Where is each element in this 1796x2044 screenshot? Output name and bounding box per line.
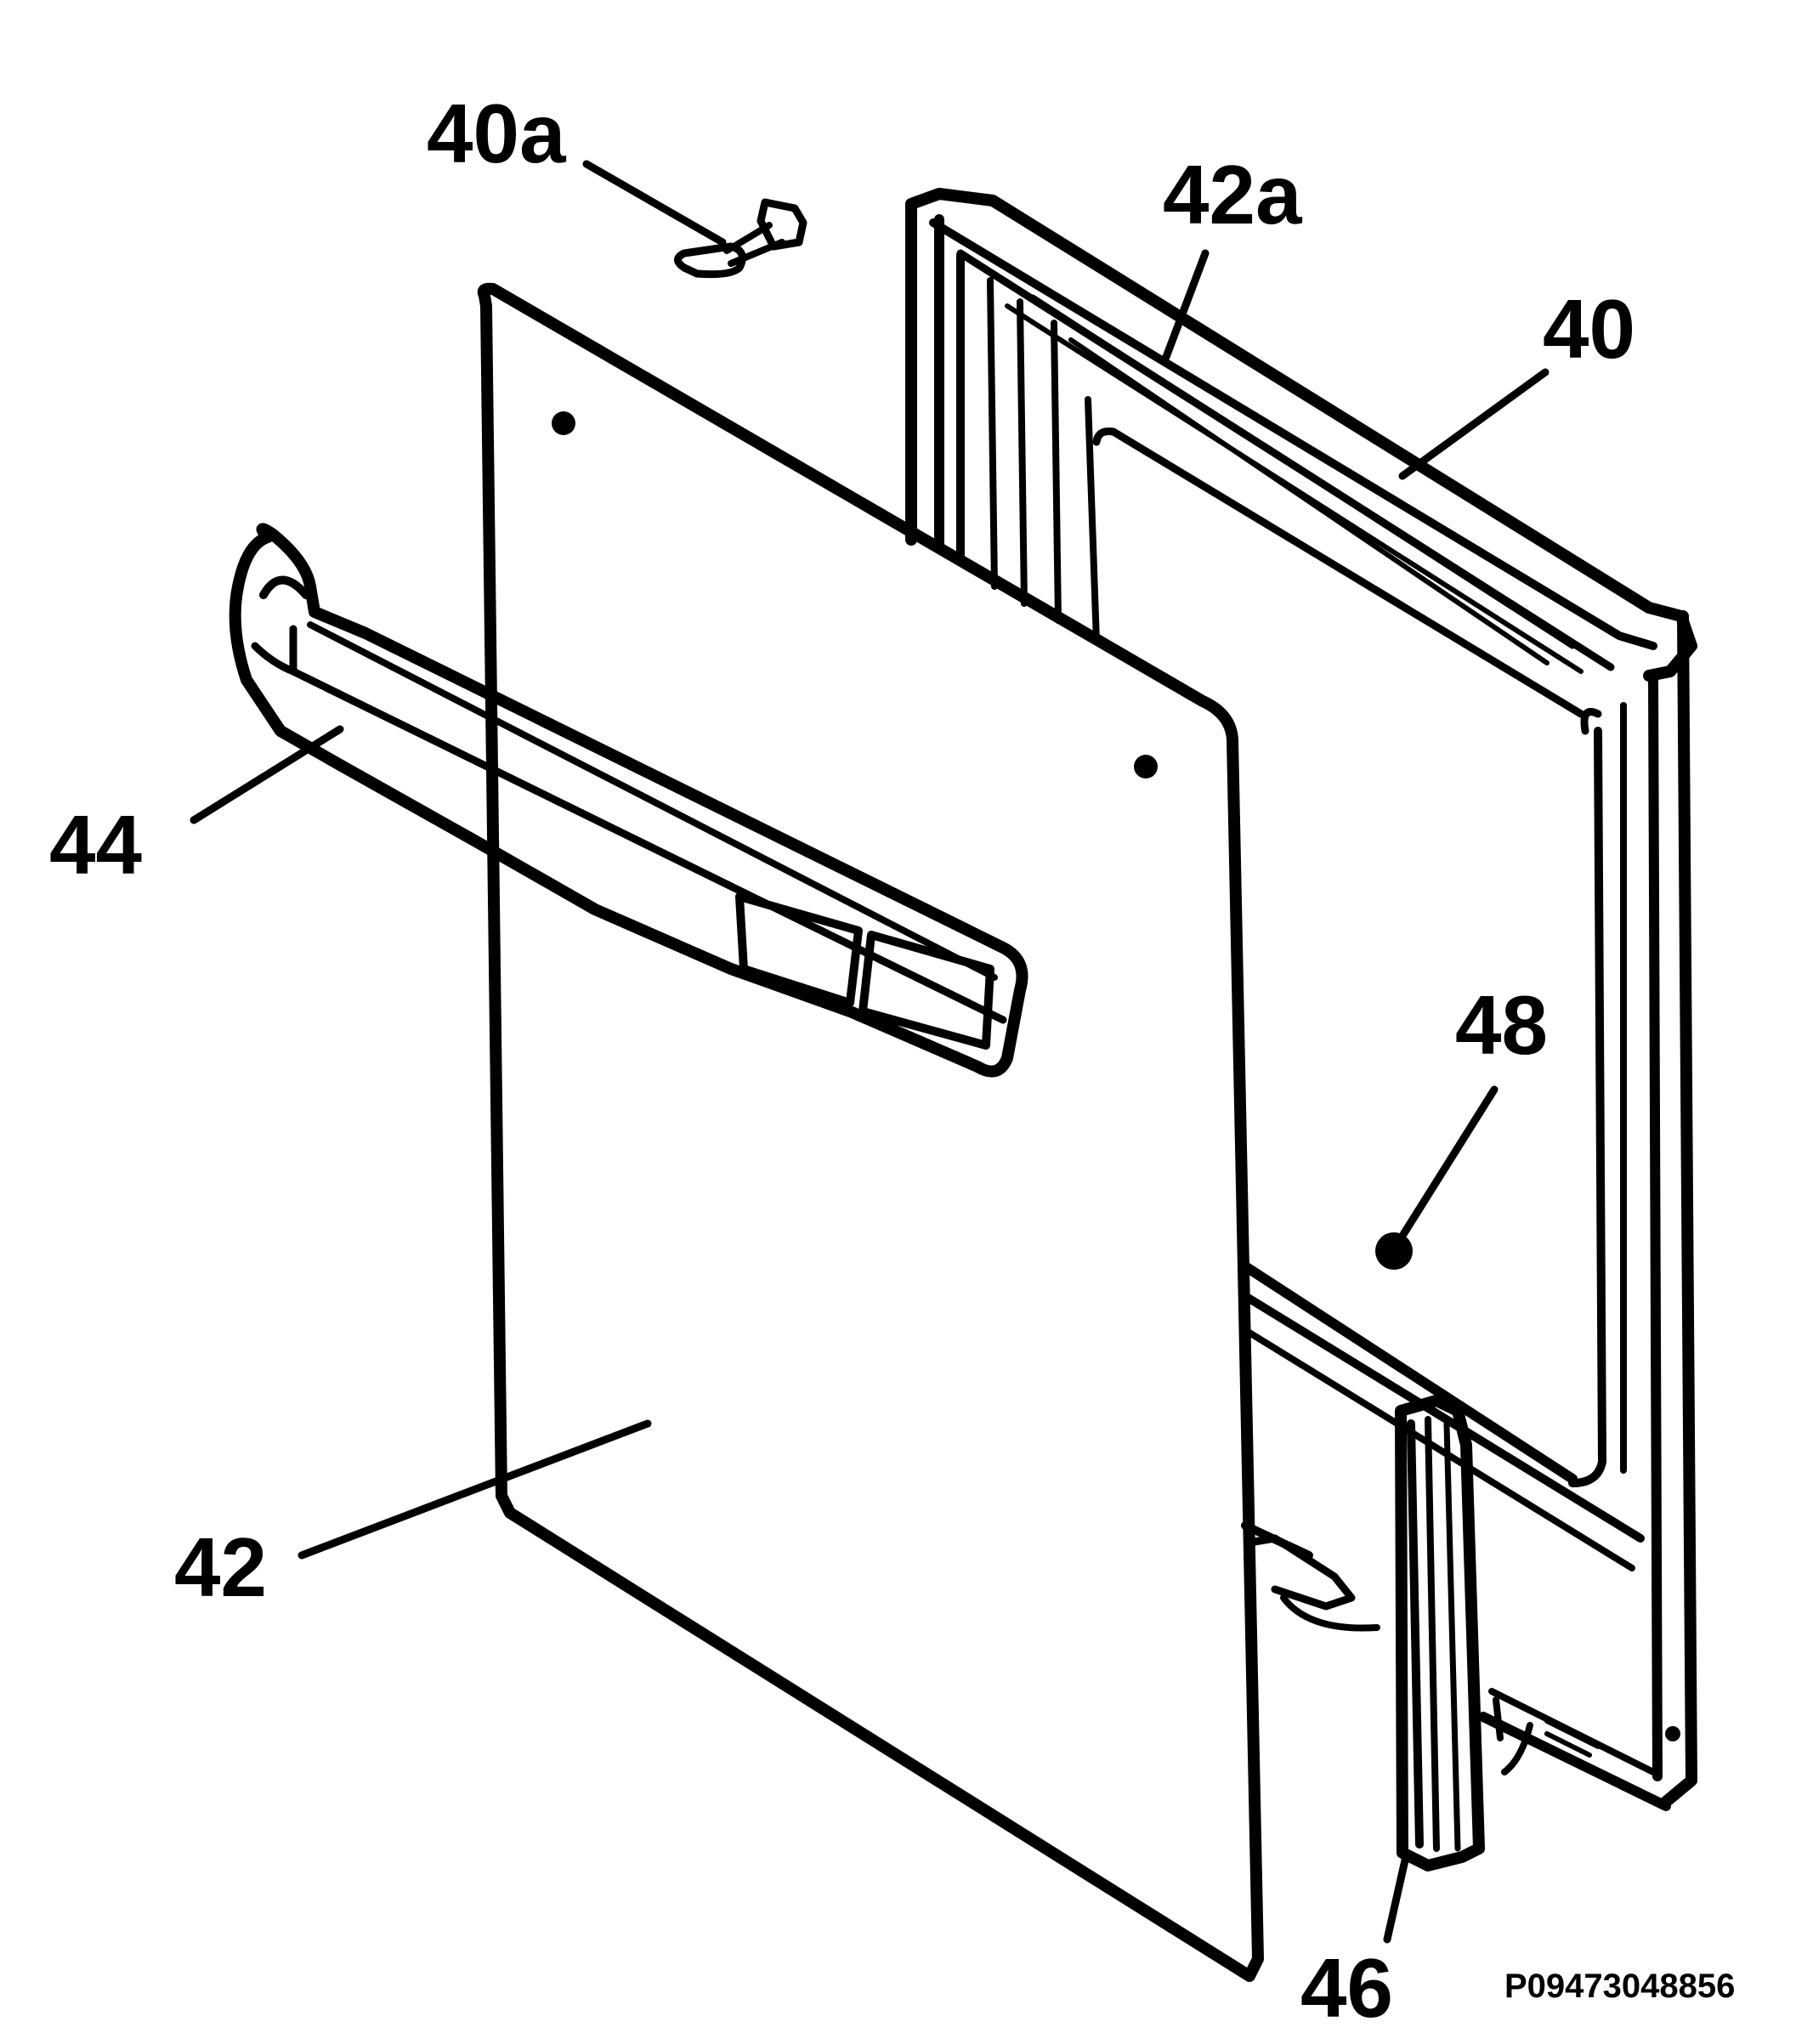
front-panel-42	[477, 282, 1264, 1982]
label-46: 46	[1300, 1941, 1394, 2035]
door-frame-40	[905, 188, 1697, 1811]
figure-code: P09473048856	[1504, 1968, 1736, 2005]
label-42a: 42a	[1163, 148, 1302, 241]
label-40: 40	[1543, 282, 1636, 376]
label-40a: 40a	[427, 87, 566, 180]
leader-lines	[190, 160, 1550, 1944]
label-48: 48	[1455, 978, 1549, 1072]
lever-46	[1395, 1395, 1485, 1871]
handle-44	[229, 523, 1028, 1078]
label-44: 44	[49, 798, 143, 892]
label-42: 42	[174, 1520, 268, 1614]
clip-40a	[674, 198, 807, 279]
